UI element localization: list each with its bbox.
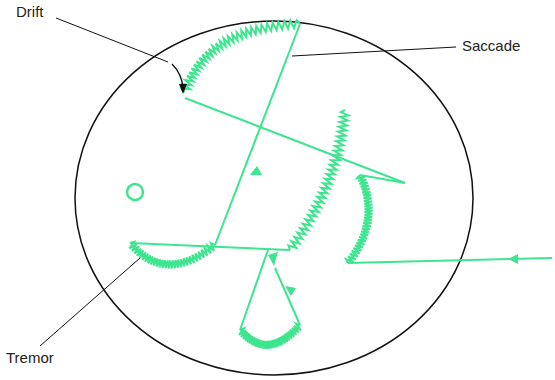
tremor-label: Tremor — [6, 350, 54, 367]
fovea-circle — [75, 21, 473, 375]
arrowhead — [179, 84, 187, 94]
leader-line — [40, 258, 140, 346]
saccade-line — [275, 268, 300, 325]
saccade-line — [185, 98, 405, 183]
arrowhead — [508, 254, 518, 264]
saccade-label: Saccade — [462, 38, 520, 55]
arrowhead — [285, 286, 296, 296]
leader-line — [56, 18, 168, 62]
drift-tremor-path — [129, 242, 215, 269]
saccade-line — [240, 250, 268, 330]
arrowhead — [268, 252, 278, 266]
drift-tremor-path — [239, 324, 301, 349]
saccade-line — [348, 258, 552, 263]
fixation-point — [127, 184, 143, 200]
drift-label: Drift — [16, 4, 44, 21]
tremor-zigzags — [129, 20, 372, 349]
drift-tremor-path — [346, 175, 373, 263]
saccade-line — [215, 24, 300, 245]
drift-tremor-path — [288, 110, 348, 250]
arrowhead — [250, 166, 262, 175]
drift-tremor-path — [182, 20, 300, 92]
saccade-arrowheads — [250, 166, 518, 296]
leader-line — [292, 47, 456, 56]
